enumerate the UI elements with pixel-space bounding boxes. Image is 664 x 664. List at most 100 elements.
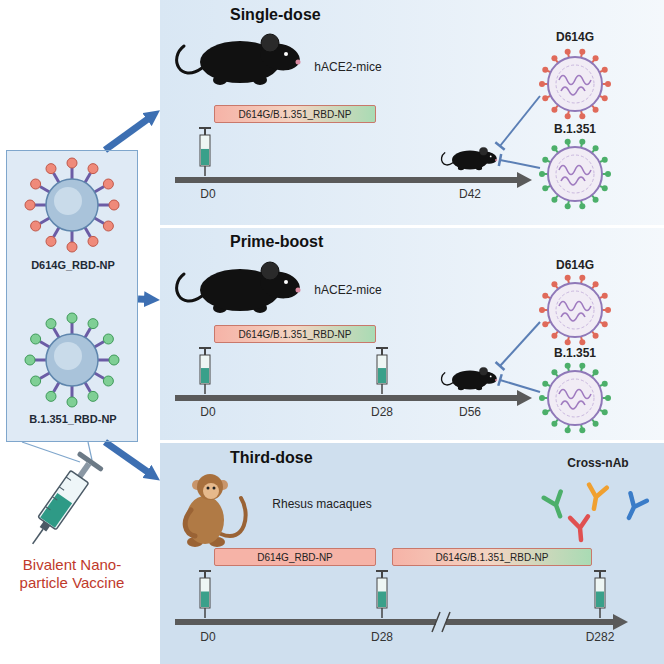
- day-label: D0: [188, 630, 228, 644]
- virus-figure: [593, 281, 599, 287]
- virus-figure: [542, 293, 548, 299]
- timeline-arrow: [175, 177, 520, 183]
- nanoparticle: [25, 355, 35, 365]
- day-label: D0: [188, 405, 228, 419]
- antibody-figure: [621, 493, 647, 521]
- inhibition-line: [495, 142, 504, 149]
- mouse-figure: [296, 288, 301, 293]
- virus-figure: [605, 307, 611, 313]
- virus-figure: [593, 421, 599, 427]
- nanoparticle: [88, 319, 98, 329]
- virus-figure: [542, 409, 548, 415]
- particle-box-fill: [6, 150, 138, 442]
- virus-figure: [551, 281, 557, 287]
- panel-fill: [160, 0, 664, 225]
- inhibition-line: [498, 374, 501, 385]
- nanoparticle: [31, 179, 41, 189]
- animal-label: hACE2-mice: [298, 283, 398, 297]
- vaccine-syringe: [45, 506, 50, 509]
- virus-figure: [539, 363, 611, 433]
- virus-figure: [551, 55, 557, 61]
- nanoparticle: [46, 236, 56, 246]
- virus-figure: [579, 113, 585, 119]
- virus-figure: [542, 185, 548, 191]
- virus-figure: [579, 275, 585, 281]
- day-label: D42: [450, 187, 490, 201]
- virus-figure: [602, 67, 608, 73]
- virus-figure: [565, 113, 571, 119]
- nanoparticle: [46, 391, 56, 401]
- syringe: [381, 571, 383, 578]
- label-holder: hACE2-mice: [298, 60, 398, 74]
- virus-figure: [548, 283, 602, 337]
- syringe: [381, 608, 383, 618]
- monkey-figure: [221, 498, 246, 536]
- virus-label: D614G: [535, 30, 615, 44]
- virus-figure: [551, 333, 557, 339]
- nanoparticle: [54, 187, 82, 215]
- vaccine-syringe: [33, 529, 43, 544]
- antibody-figure: [570, 516, 590, 540]
- antibody-figure: [585, 485, 607, 511]
- virus-figure: [539, 307, 545, 313]
- virus-label: B.1.351: [535, 122, 615, 136]
- mouse-figure: [284, 52, 288, 56]
- antibody-figure: [621, 493, 647, 521]
- text-holder: Single-dose: [230, 6, 370, 24]
- timeline-break: [436, 612, 446, 632]
- mouse-figure: [177, 46, 202, 73]
- syringe: [378, 368, 386, 383]
- virus-figure: [551, 197, 557, 203]
- mouse-figure: [441, 367, 498, 390]
- timeline-break: [442, 612, 450, 632]
- monkey-figure: [185, 474, 245, 547]
- particle-label: D614G_RBD-NP: [7, 259, 139, 271]
- text-holder: B.1.351_RBD-NP: [7, 413, 139, 425]
- virus-figure: [551, 369, 557, 375]
- virus-figure: [542, 381, 548, 387]
- virus-figure: [559, 76, 591, 96]
- virus-figure: [579, 49, 585, 55]
- syringe: [204, 348, 206, 355]
- label-holder: D0: [188, 630, 228, 644]
- nanoparticle: [67, 158, 77, 168]
- antibody-figure: [544, 492, 569, 520]
- virus-figure: [539, 81, 545, 87]
- virus-figure: [548, 57, 602, 111]
- virus-figure: [565, 427, 571, 433]
- day-label: D28: [362, 405, 402, 419]
- vaccine-syringe: [59, 487, 64, 490]
- label-holder: D282: [577, 630, 623, 644]
- mouse-figure: [490, 156, 492, 158]
- panel-heading: Third-dose: [230, 449, 370, 467]
- virus-figure: [579, 363, 585, 369]
- virus-figure: [539, 275, 611, 345]
- mouse-figure: [490, 376, 492, 378]
- panel-fill: [160, 443, 664, 664]
- monkey-figure: [213, 487, 216, 490]
- timeline-arrow: [175, 614, 628, 630]
- syringe: [599, 608, 601, 618]
- virus-figure: [556, 379, 594, 417]
- virus-figure: [593, 55, 599, 61]
- virus-figure: [539, 139, 611, 209]
- day-label: D56: [450, 405, 490, 419]
- text-holder: Third-dose: [230, 449, 370, 467]
- animal-label: Rhesus macaques: [257, 497, 387, 511]
- virus-figure: [579, 203, 585, 209]
- monkey-figure: [186, 496, 224, 544]
- bar-label: D614G/B.1.351_RBD-NP: [239, 109, 352, 120]
- mouse-figure: [177, 262, 303, 313]
- virus-figure: [542, 157, 548, 163]
- vaccine-syringe: [66, 477, 71, 480]
- vaccine-syringe: [40, 521, 51, 531]
- day-label: D28: [362, 630, 402, 644]
- syringe: [204, 128, 206, 135]
- nanoparticle: [46, 319, 56, 329]
- virus-figure: [565, 139, 571, 145]
- virus-figure: [593, 197, 599, 203]
- virus-figure: [602, 293, 608, 299]
- syringe: [204, 571, 206, 578]
- virus-figure: [565, 339, 571, 345]
- virus-figure: [593, 107, 599, 113]
